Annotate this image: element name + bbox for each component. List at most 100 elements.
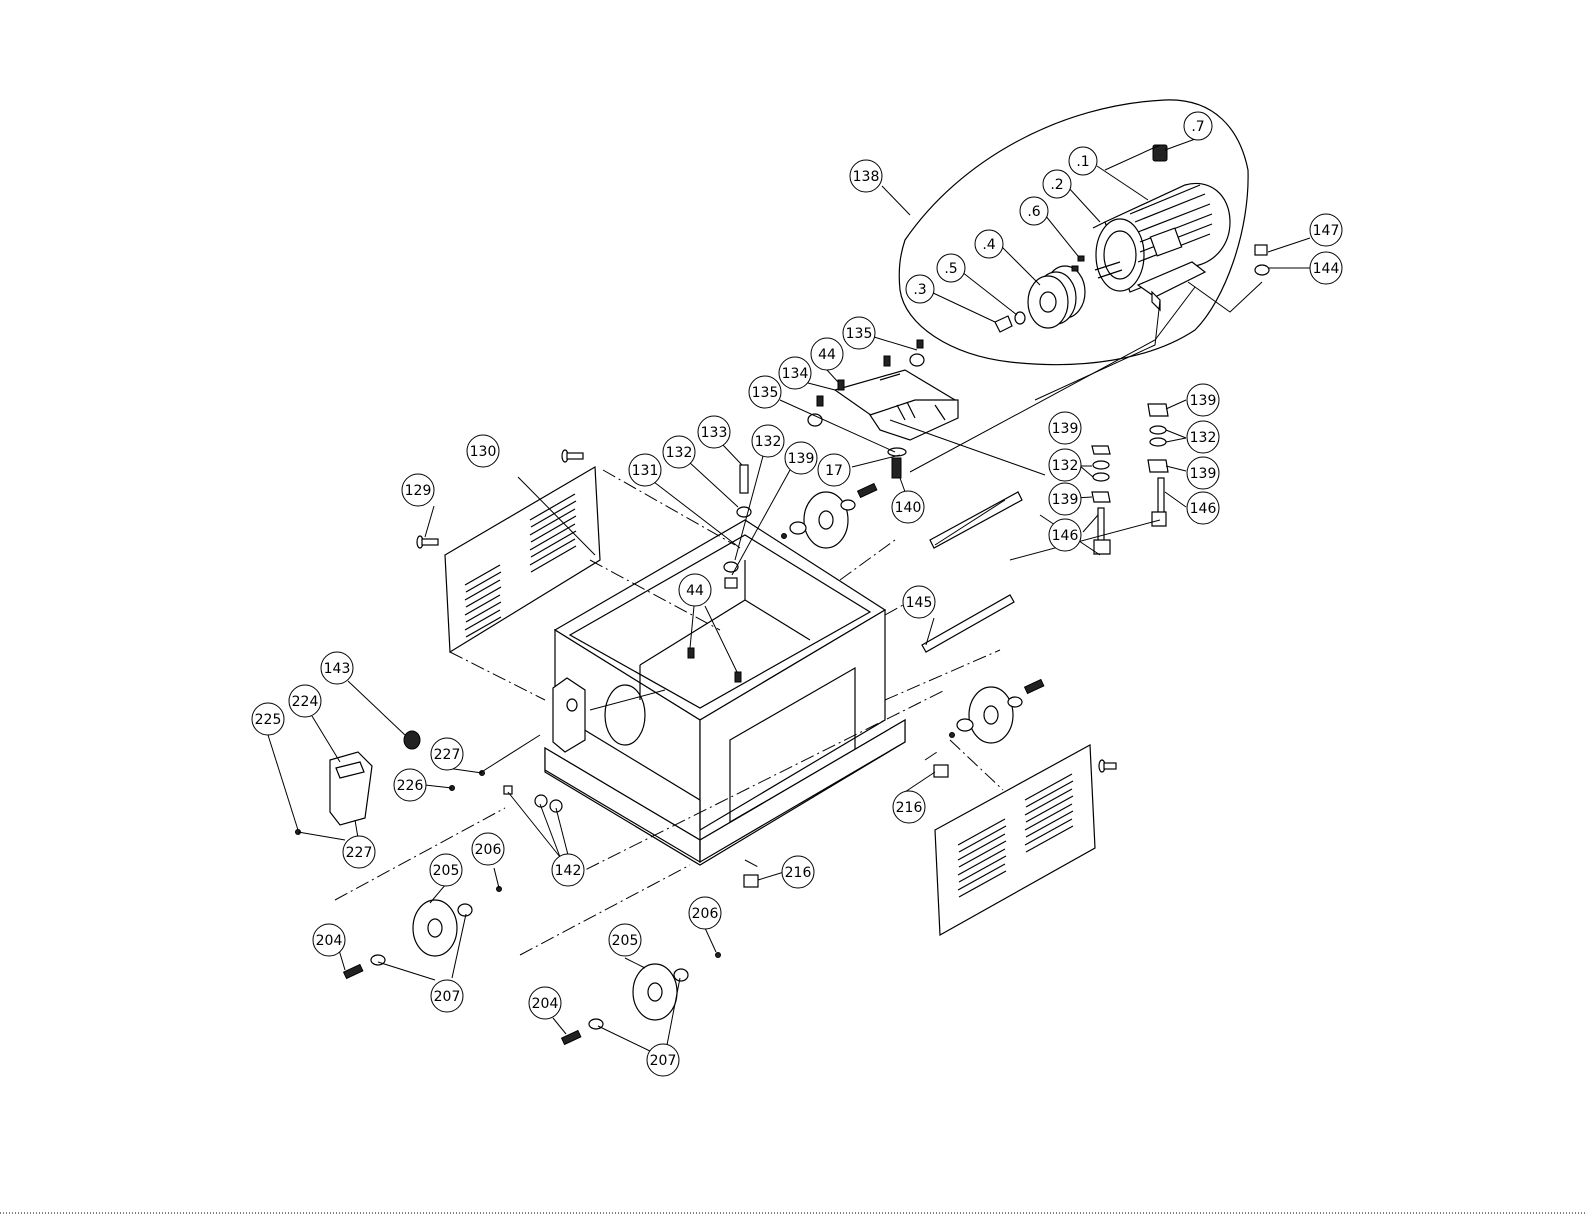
pulley-4 xyxy=(1028,266,1085,328)
svg-text:131: 131 xyxy=(632,463,659,479)
svg-text:.6: .6 xyxy=(1027,204,1040,220)
callout-205-left: 205 xyxy=(430,854,462,886)
rod-145 xyxy=(922,595,1014,652)
bolt-140 xyxy=(888,448,906,478)
callout-4: .4 xyxy=(975,230,1003,258)
callout-207-left: 207 xyxy=(431,980,463,1012)
callout-227-top: 227 xyxy=(431,738,463,770)
setscrew-44b-1 xyxy=(688,648,694,658)
setscrew-135 xyxy=(817,396,823,406)
svg-text:.4: .4 xyxy=(982,237,995,253)
callout-139-a: 139 xyxy=(785,442,817,474)
svg-text:132: 132 xyxy=(666,445,693,461)
svg-text:.1: .1 xyxy=(1076,154,1089,170)
callout-44-top: 44 xyxy=(811,338,843,370)
callout-207-front: 207 xyxy=(647,1044,679,1076)
callout-225: 225 xyxy=(252,703,284,735)
callout-139-d: 139 xyxy=(1187,384,1219,416)
eye-bolt-146-right xyxy=(1148,404,1168,526)
wheel-upper xyxy=(782,483,877,548)
svg-text:143: 143 xyxy=(324,661,351,677)
callout-145: 145 xyxy=(903,586,935,618)
callout-3: .3 xyxy=(906,275,934,303)
svg-text:44: 44 xyxy=(686,583,704,599)
callout-216-front: 216 xyxy=(782,856,814,888)
callout-7: .7 xyxy=(1184,112,1212,140)
svg-text:147: 147 xyxy=(1313,223,1340,239)
svg-text:145: 145 xyxy=(906,595,933,611)
svg-text:140: 140 xyxy=(895,500,922,516)
callout-206-left: 206 xyxy=(472,833,504,865)
callout-132-d: 132 xyxy=(1187,421,1219,453)
callout-146-a: 146 xyxy=(1049,519,1081,551)
svg-text:.3: .3 xyxy=(913,282,926,298)
svg-text:207: 207 xyxy=(650,1053,677,1069)
svg-text:142: 142 xyxy=(555,863,582,879)
svg-text:146: 146 xyxy=(1190,501,1217,517)
callout-44-mid: 44 xyxy=(679,574,711,606)
svg-text:129: 129 xyxy=(405,483,432,499)
callout-205-front: 205 xyxy=(609,924,641,956)
svg-text:139: 139 xyxy=(1190,393,1217,409)
key-2 xyxy=(1093,222,1105,228)
callout-139-e: 139 xyxy=(1187,457,1219,489)
svg-text:227: 227 xyxy=(434,747,461,763)
svg-text:206: 206 xyxy=(475,842,502,858)
svg-text:.7: .7 xyxy=(1191,119,1204,135)
callout-139-b: 139 xyxy=(1049,412,1081,444)
callout-146-b: 146 xyxy=(1187,492,1219,524)
callout-5: .5 xyxy=(937,254,965,282)
callout-147: 147 xyxy=(1310,214,1342,246)
callout-227-bottom: 227 xyxy=(343,836,375,868)
svg-text:226: 226 xyxy=(397,778,424,794)
setscrew-44b-2 xyxy=(735,672,741,682)
setscrew-135a xyxy=(917,340,923,348)
screw-right-panel xyxy=(1099,760,1116,772)
svg-text:216: 216 xyxy=(785,865,812,881)
callout-131: 131 xyxy=(629,454,661,486)
svg-text:144: 144 xyxy=(1313,261,1340,277)
strain-relief-143 xyxy=(404,731,420,749)
wheel-right xyxy=(950,679,1044,743)
svg-text:205: 205 xyxy=(612,933,639,949)
svg-text:139: 139 xyxy=(1190,466,1217,482)
bolt-3 xyxy=(995,316,1012,332)
callout-216-right: 216 xyxy=(893,791,925,823)
callout-204-front: 204 xyxy=(529,987,561,1019)
motor xyxy=(1095,183,1230,310)
callout-135-left: 135 xyxy=(749,376,781,408)
callout-138: 138 xyxy=(850,160,882,192)
callout-143: 143 xyxy=(321,652,353,684)
callout-144: 144 xyxy=(1310,252,1342,284)
svg-text:.2: .2 xyxy=(1050,177,1063,193)
svg-text:134: 134 xyxy=(782,366,809,382)
svg-text:17: 17 xyxy=(825,463,843,479)
foot-216-front xyxy=(744,875,758,887)
callout-130: 130 xyxy=(467,435,499,467)
svg-text:225: 225 xyxy=(255,712,282,728)
svg-text:135: 135 xyxy=(846,326,873,342)
svg-text:44: 44 xyxy=(818,347,836,363)
svg-text:133: 133 xyxy=(701,425,728,441)
svg-text:135: 135 xyxy=(752,385,779,401)
callout-134: 134 xyxy=(779,357,811,389)
side-panel-right xyxy=(935,745,1095,935)
callout-6: .6 xyxy=(1020,197,1048,225)
svg-text:224: 224 xyxy=(292,694,319,710)
svg-text:146: 146 xyxy=(1052,528,1079,544)
svg-text:205: 205 xyxy=(433,863,460,879)
svg-text:139: 139 xyxy=(1052,492,1079,508)
callout-140: 140 xyxy=(892,491,924,523)
callout-204-left: 204 xyxy=(313,924,345,956)
svg-text:216: 216 xyxy=(896,800,923,816)
callout-17: 17 xyxy=(818,454,850,486)
svg-text:206: 206 xyxy=(692,906,719,922)
nuts-142 xyxy=(504,786,562,812)
setscrew-44 xyxy=(838,380,844,390)
svg-text:.5: .5 xyxy=(944,261,957,277)
bolt-44a xyxy=(884,356,890,366)
svg-text:132: 132 xyxy=(755,434,782,450)
svg-text:207: 207 xyxy=(434,989,461,1005)
callout-139-c: 139 xyxy=(1049,483,1081,515)
